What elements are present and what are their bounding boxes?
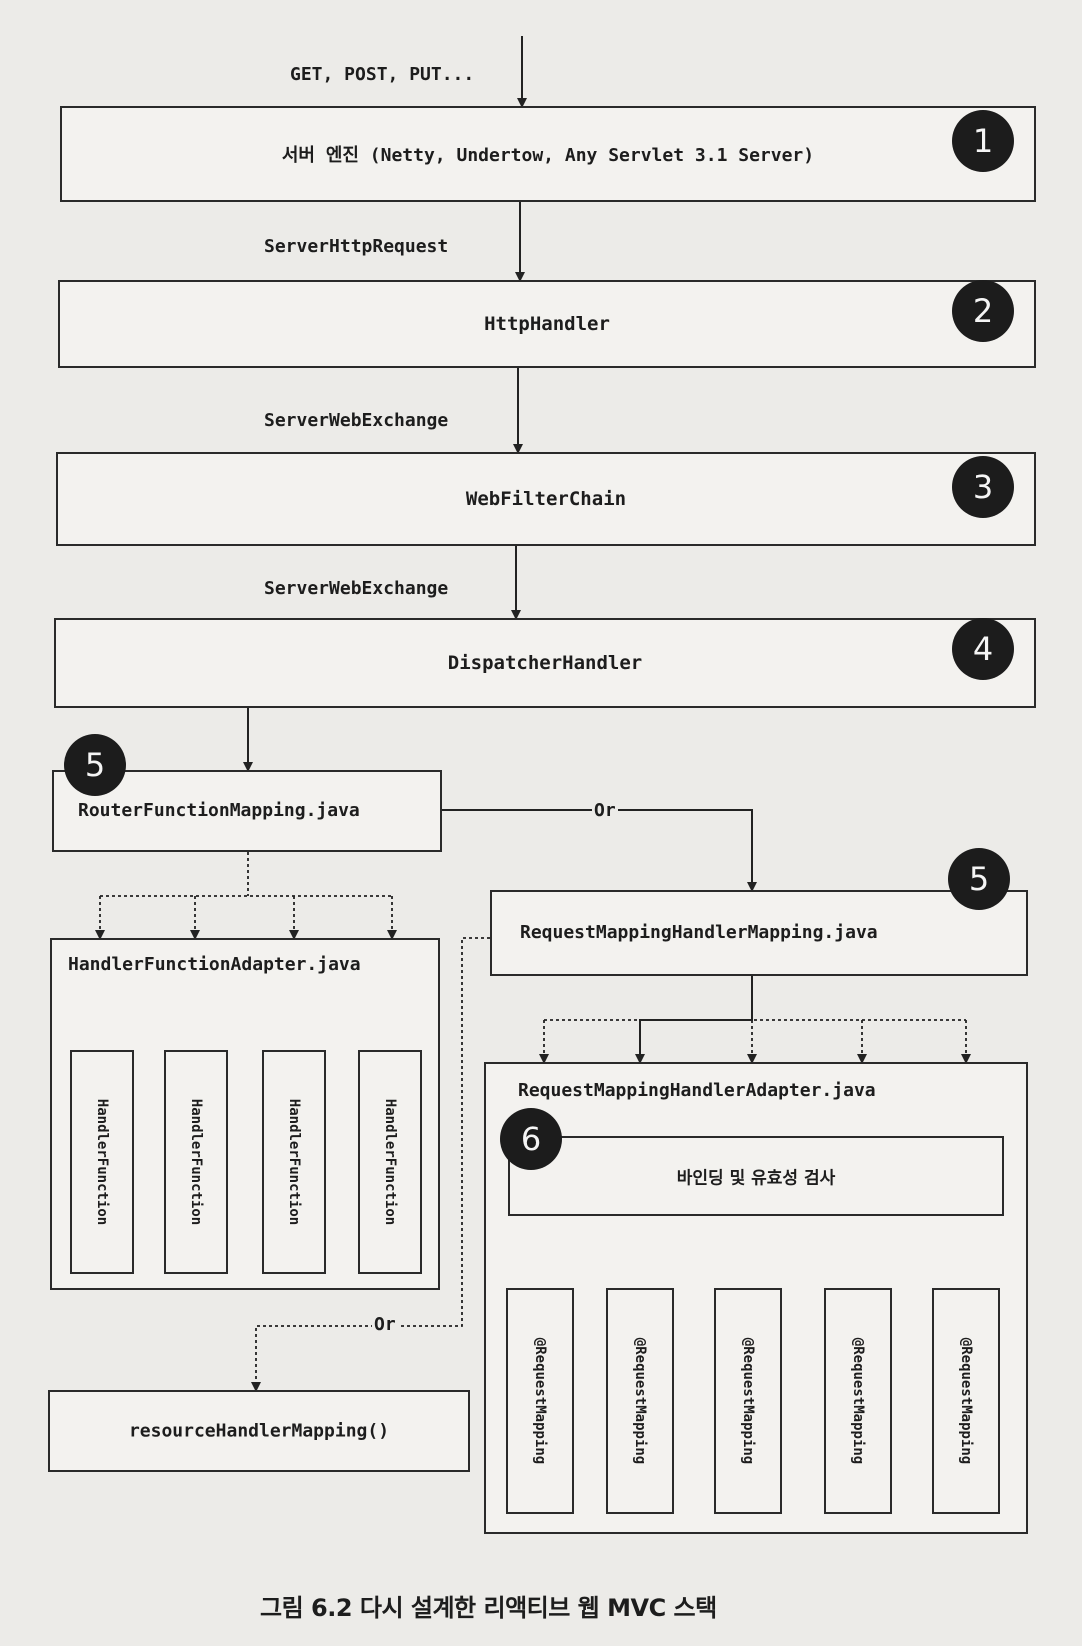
request-mapping-3-label: @RequestMapping: [740, 1337, 756, 1465]
request-mapping-4-label: @RequestMapping: [850, 1337, 866, 1465]
request-mapping-4: @RequestMapping: [824, 1288, 892, 1514]
handler-function-3: HandlerFunction: [262, 1050, 326, 1274]
request-mapping-2-label: @RequestMapping: [632, 1337, 648, 1465]
resource-handler-mapping-label: resourceHandlerMapping(): [128, 1420, 390, 1442]
request-mapping-5-label: @RequestMapping: [958, 1337, 974, 1465]
binding-validation-label: 바인딩 및 유효성 검사: [676, 1168, 836, 1189]
handler-function-1: HandlerFunction: [70, 1050, 134, 1274]
handler-function-3-label: HandlerFunction: [286, 1098, 302, 1226]
step-3-badge: 3: [952, 456, 1014, 518]
edge-label-server-web-exchange-2: ServerWebExchange: [264, 578, 449, 599]
request-mapping-handler-mapping-box: RequestMappingHandlerMapping.java: [490, 890, 1028, 976]
request-mapping-handler-mapping-label: RequestMappingHandlerMapping.java: [520, 922, 878, 943]
handler-function-adapter-label: HandlerFunctionAdapter.java: [68, 954, 361, 975]
figure-caption: 그림 6.2 다시 설계한 리액티브 웹 MVC 스택: [260, 1594, 717, 1622]
request-mapping-2: @RequestMapping: [606, 1288, 674, 1514]
request-mapping-3: @RequestMapping: [714, 1288, 782, 1514]
server-engine-box: 서버 엔진 (Netty, Undertow, Any Servlet 3.1 …: [60, 106, 1036, 202]
edge-label-or-bottom: Or: [372, 1314, 398, 1335]
request-mapping-handler-adapter-label: RequestMappingHandlerAdapter.java: [518, 1080, 876, 1101]
request-methods-label: GET, POST, PUT...: [290, 64, 475, 85]
step-1-badge: 1: [952, 110, 1014, 172]
arrow-adapter-main: [635, 976, 753, 1064]
server-engine-label: 서버 엔진 (Netty, Undertow, Any Servlet 3.1 …: [281, 145, 815, 166]
handler-function-1-label: HandlerFunction: [94, 1098, 110, 1226]
step-5-request-mapping-badge: 5: [948, 848, 1010, 910]
resource-handler-mapping-box: resourceHandlerMapping(): [48, 1390, 470, 1472]
handler-function-4-label: HandlerFunction: [382, 1098, 398, 1226]
step-6-badge: 6: [500, 1108, 562, 1170]
binding-validation-box: 바인딩 및 유효성 검사: [508, 1136, 1004, 1216]
dispatcher-handler-box: DispatcherHandler: [54, 618, 1036, 708]
edge-label-or-top: Or: [592, 800, 618, 821]
arrow-or-request-mapping: [442, 809, 757, 892]
request-mapping-5: @RequestMapping: [932, 1288, 1000, 1514]
edge-label-server-http-request: ServerHttpRequest: [264, 236, 449, 257]
web-filter-chain-box: WebFilterChain: [56, 452, 1036, 546]
request-mapping-1-label: @RequestMapping: [532, 1337, 548, 1465]
http-handler-label: HttpHandler: [484, 313, 610, 335]
http-handler-box: HttpHandler: [58, 280, 1036, 368]
dispatcher-handler-label: DispatcherHandler: [447, 652, 643, 674]
router-function-mapping-label: RouterFunctionMapping.java: [78, 800, 360, 821]
handler-function-2: HandlerFunction: [164, 1050, 228, 1274]
handler-function-4: HandlerFunction: [358, 1050, 422, 1274]
request-mapping-1: @RequestMapping: [506, 1288, 574, 1514]
handler-function-2-label: HandlerFunction: [188, 1098, 204, 1226]
step-5-router-badge: 5: [64, 734, 126, 796]
step-4-badge: 4: [952, 618, 1014, 680]
edge-label-server-web-exchange-1: ServerWebExchange: [264, 410, 449, 431]
web-filter-chain-label: WebFilterChain: [465, 488, 627, 510]
step-2-badge: 2: [952, 280, 1014, 342]
